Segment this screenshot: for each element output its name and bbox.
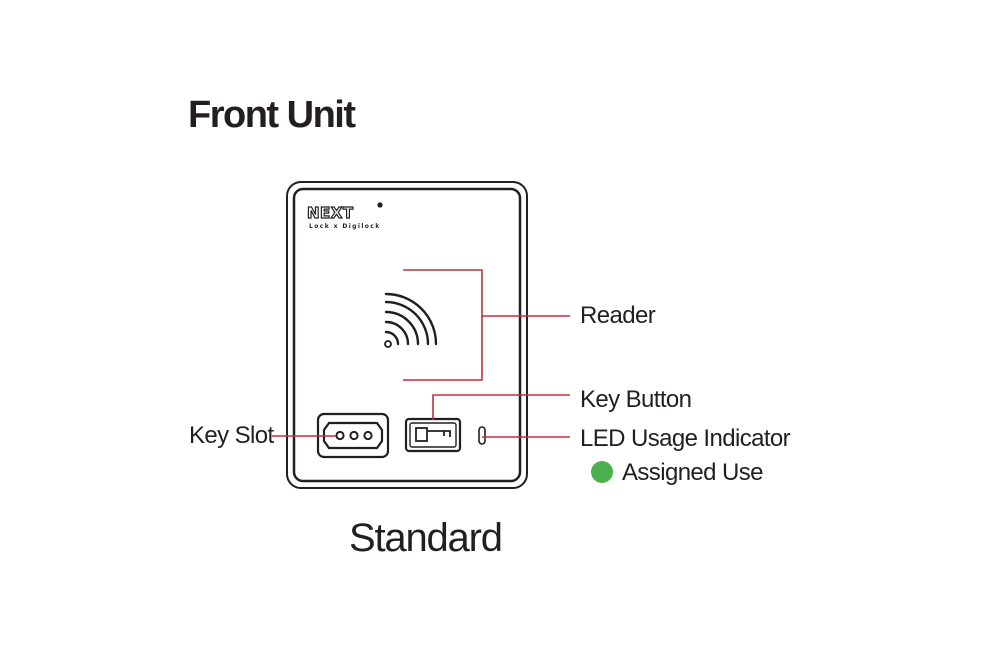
page-title: Front Unit [188, 94, 356, 136]
brand-logo-dot [377, 202, 383, 208]
brand-logo-text: NEXT [307, 204, 354, 222]
leader-lines [272, 269, 570, 438]
key-slot-label: Key Slot [189, 422, 275, 449]
led-indicator-label: LED Usage Indicator [580, 425, 791, 452]
assigned-use-dot-icon [591, 461, 613, 483]
device-variant-caption: Standard [349, 516, 502, 560]
brand-logo: NEXT Lock x Digilock [306, 202, 383, 230]
key-button [404, 417, 462, 453]
key-icon [415, 427, 451, 442]
led-indicator-icon [478, 426, 486, 445]
assigned-use-legend: Assigned Use [591, 459, 764, 486]
front-unit-device: NEXT Lock x Digilock [286, 181, 528, 489]
assigned-use-label: Assigned Use [622, 459, 763, 486]
reader-bracket-line [403, 269, 483, 381]
brand-logo-subtext: Lock x Digilock [309, 223, 381, 230]
reader-label: Reader [580, 302, 656, 329]
contactless-wave-icon [384, 292, 438, 348]
key-button-leader-line [432, 394, 570, 420]
key-slot-port [316, 412, 390, 459]
key-button-label: Key Button [580, 386, 691, 413]
